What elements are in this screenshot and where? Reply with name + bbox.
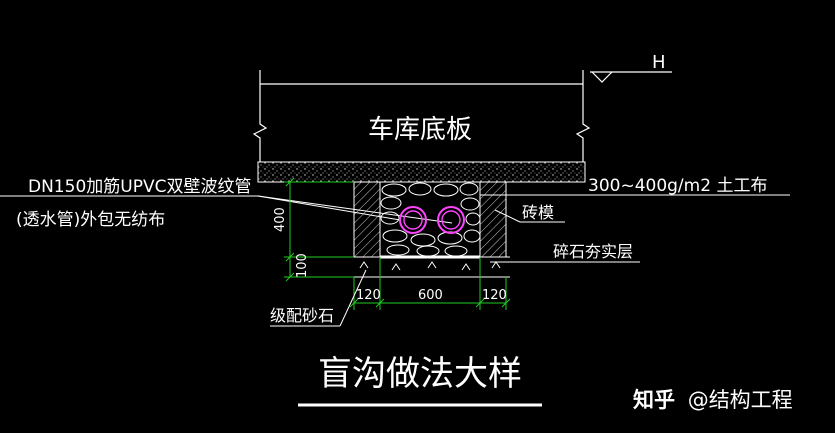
gravel-fill	[379, 181, 481, 258]
dim-left-wall: 120	[356, 288, 381, 303]
dim-depth: 400	[273, 207, 288, 232]
vertical-dimensions	[284, 177, 354, 282]
watermark-handle: @结构工程	[687, 388, 793, 412]
watermark: 知乎 @结构工程	[633, 384, 793, 414]
horizontal-dimensions	[349, 257, 511, 310]
drain-pipes	[399, 206, 465, 234]
watermark-logo: 知乎	[633, 388, 675, 412]
slab	[252, 70, 591, 162]
screed-layer	[257, 161, 586, 183]
dim-base: 100	[295, 253, 310, 278]
pipe-sub-label: (透水管)外包无纺布	[16, 210, 165, 230]
dim-width: 600	[418, 288, 443, 303]
compacted-gravel-layer	[300, 256, 510, 278]
base-label: 级配砂石	[270, 306, 334, 325]
brick-label: 砖模	[522, 203, 554, 222]
pipe-label: DN150加筋UPVC双壁波纹管	[28, 177, 251, 197]
dim-right-wall: 120	[482, 288, 507, 303]
slab-label: 车库底板	[368, 115, 472, 145]
gravel-label: 碎石夯实层	[553, 242, 633, 261]
base-leader	[270, 269, 367, 327]
geotextile-label: 300~400g/m2 土工布	[588, 176, 767, 196]
elevation-marker	[590, 71, 672, 83]
drawing-title: 盲沟做法大样	[318, 354, 522, 394]
right-leader-lines	[490, 209, 640, 263]
elevation-label: H	[652, 52, 666, 73]
left-brick-wall	[353, 181, 381, 258]
right-brick-wall	[479, 181, 507, 258]
